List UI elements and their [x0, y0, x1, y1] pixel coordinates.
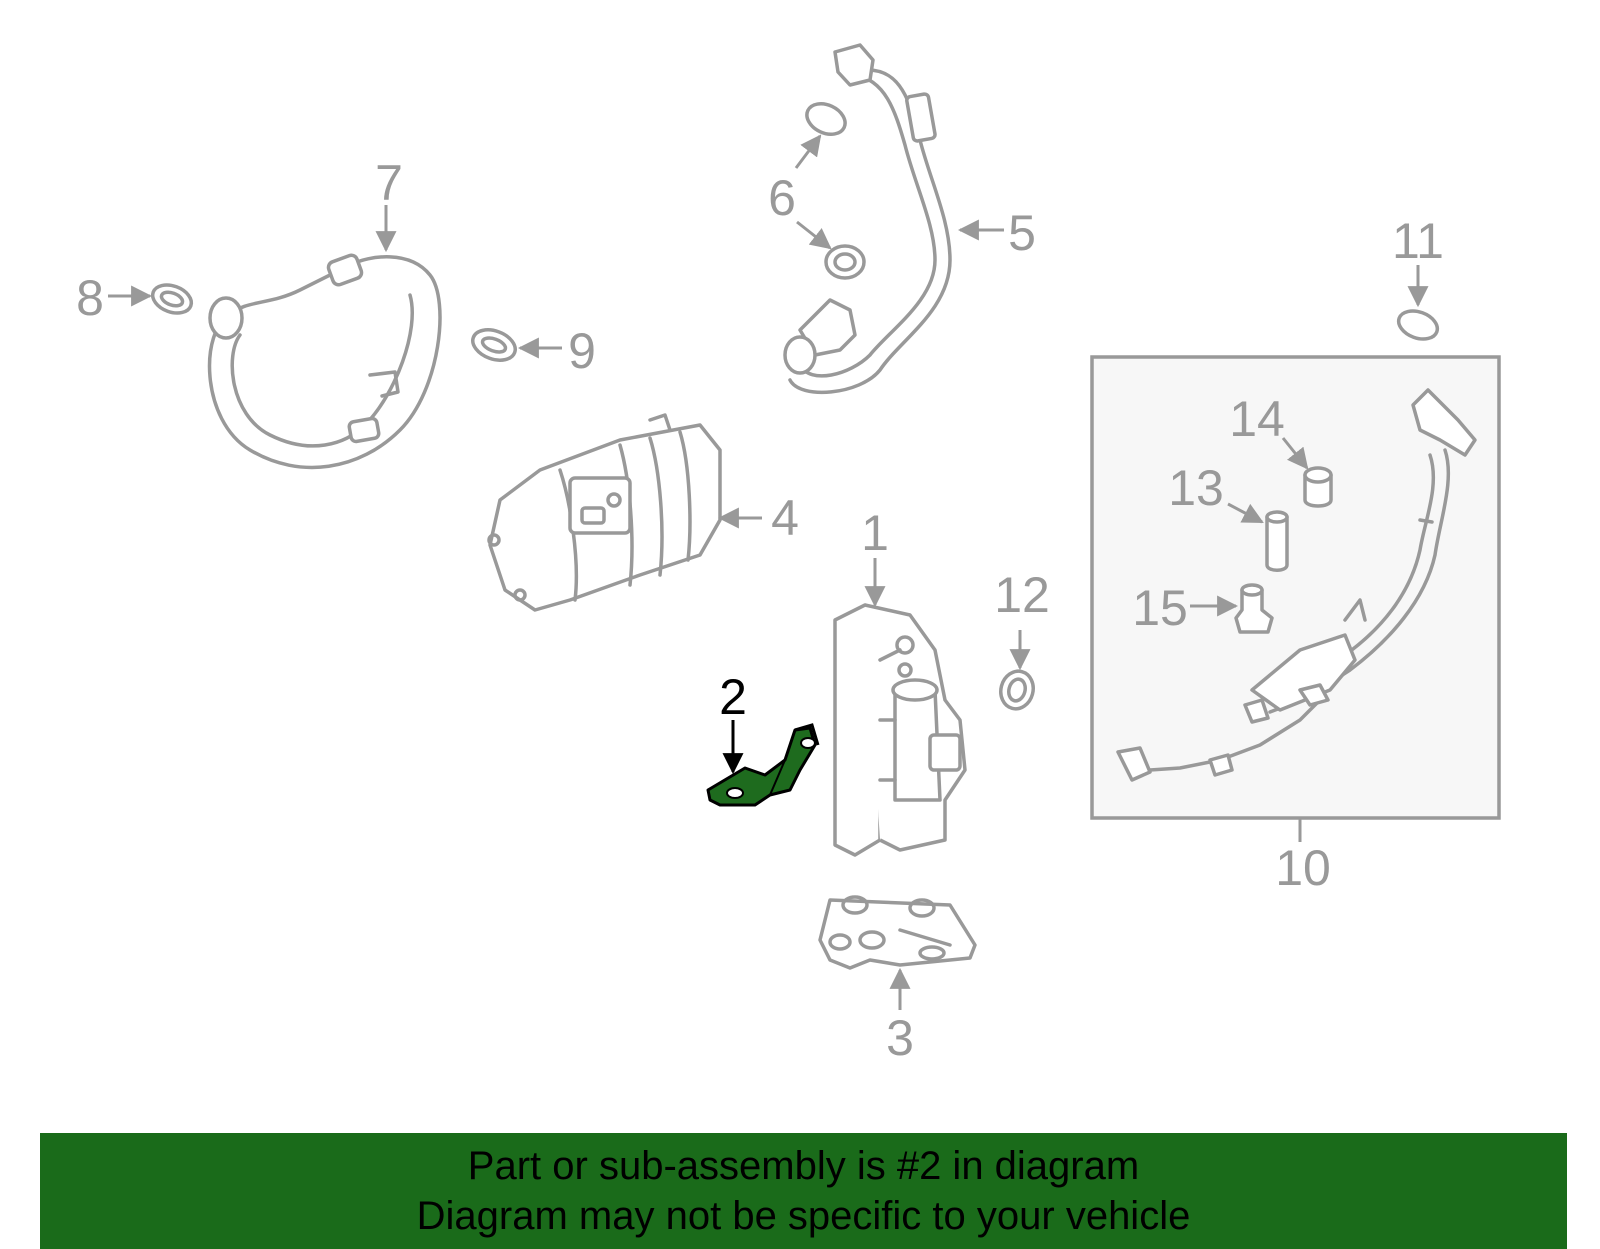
callout-labels: 1 2 3 4 5 6 7 8 9 10 11 12 13 14 15 [76, 155, 1444, 1066]
callout-10: 10 [1275, 840, 1331, 896]
banner-line-part-info: Part or sub-assembly is #2 in diagram [467, 1144, 1140, 1188]
callout-6: 6 [768, 170, 796, 226]
leader-lines [108, 134, 1429, 1010]
part-3-mounting-bracket [818, 895, 977, 970]
callout-4: 4 [771, 490, 799, 546]
part-6-o-ring-lower [824, 244, 866, 280]
callout-12: 12 [994, 567, 1050, 623]
callout-5: 5 [1008, 205, 1036, 261]
part-9-o-ring [471, 328, 517, 362]
part-5-refrigerant-line [783, 43, 952, 394]
part-4-compressor [487, 413, 722, 612]
part-10-sensor-harness [1116, 388, 1477, 782]
callout-11: 11 [1392, 213, 1444, 269]
callout-2: 2 [719, 669, 747, 725]
part-13-valve-core [1265, 510, 1289, 572]
part-6-o-ring-upper [805, 102, 847, 136]
part-12-o-ring [999, 669, 1035, 711]
part-7-hose-assembly [207, 253, 442, 470]
callout-9: 9 [568, 323, 596, 379]
part-2-bracket [706, 723, 820, 807]
callout-8: 8 [76, 270, 104, 326]
callout-14: 14 [1229, 391, 1285, 447]
part-8-o-ring [150, 283, 194, 315]
callout-15: 15 [1132, 580, 1188, 636]
info-banner: Part or sub-assembly is #2 in diagram Di… [40, 1133, 1567, 1249]
part-14-cap [1303, 466, 1333, 508]
callout-3: 3 [886, 1010, 914, 1066]
callout-13: 13 [1168, 460, 1224, 516]
callout-1: 1 [861, 505, 889, 561]
banner-line-disclaimer: Diagram may not be specific to your vehi… [416, 1194, 1191, 1238]
part-1-receiver-drier [833, 603, 967, 857]
callout-7: 7 [375, 155, 403, 211]
part-15-switch [1234, 583, 1274, 634]
part-11-o-ring [1396, 309, 1440, 341]
